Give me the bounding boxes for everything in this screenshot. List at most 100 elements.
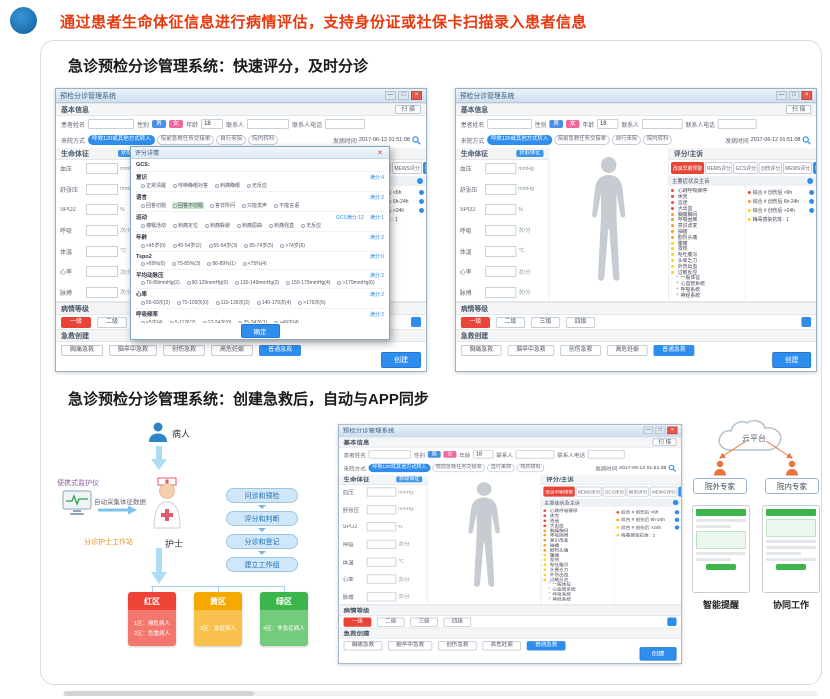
gear-icon[interactable] [809,199,815,204]
score-option[interactable]: 回答不切题 [172,202,205,209]
rescue-option[interactable]: 普通急救 [526,640,566,651]
score-tab[interactable]: 改良早期预警 [671,162,705,174]
symptom-item[interactable]: + 神经系统 [671,292,743,298]
arrival-option[interactable]: 呼救120或其他方式转入 [88,135,155,145]
gear-icon[interactable] [809,190,815,195]
score-option[interactable]: 150-179mmHg(4) [285,280,331,286]
contact-phone-input[interactable] [325,119,366,129]
age-input[interactable]: 18 [597,119,619,129]
age-input[interactable]: 18 [473,450,494,459]
close-icon[interactable]: × [667,426,678,435]
score-option[interactable]: 回答切题 [140,202,167,209]
symptom-item[interactable]: 心跳呼吸骤停 [671,188,743,194]
gear-icon[interactable] [674,517,680,523]
minimize-icon[interactable]: — [776,91,787,100]
radio-icon[interactable] [205,223,210,228]
symptom-item[interactable]: + 神经系统 [543,597,611,602]
maximize-icon[interactable]: □ [788,91,800,100]
score-option[interactable]: 遵嘱活动 [140,222,167,229]
score-option[interactable]: 刺痛定位 [172,222,199,229]
score-tab[interactable]: 昏迷 [812,162,816,174]
modal-close-icon[interactable]: × [377,147,383,157]
gender-female-button[interactable]: 女 [565,120,580,128]
score-option[interactable]: >179mmHg(6) [336,280,375,286]
symptom-item[interactable]: 呼吸困难 [543,533,611,538]
score-option[interactable]: 只能发声 [241,202,268,209]
radio-icon[interactable] [242,203,247,208]
arrival-option[interactable]: 院内转科 [516,463,545,472]
radio-icon[interactable] [242,262,247,266]
radio-icon[interactable] [141,223,145,228]
score-option[interactable]: 45-54岁(2) [172,242,203,249]
symptom-item[interactable]: 外伤出血 [543,572,611,577]
radio-icon[interactable] [215,300,220,305]
symptom-item[interactable]: 头晕乏力 [543,567,611,572]
arrival-option[interactable]: 院内转科 [643,135,673,145]
vital-input[interactable] [485,224,517,236]
vital-input[interactable] [366,557,397,567]
radio-icon[interactable] [141,243,145,248]
radio-icon[interactable] [269,223,274,228]
symptom-item[interactable]: 胸痛胸闷 [671,211,743,217]
score-option[interactable]: 5-11次(2) [169,319,197,323]
add-icon[interactable] [672,500,679,506]
symptom-item[interactable]: + 呼吸系统 [543,592,611,597]
symptom-item[interactable]: + 一般体征 [671,275,743,281]
close-icon[interactable]: × [411,91,422,100]
gear-icon[interactable] [809,208,815,213]
score-option[interactable]: >89%(0) [140,261,166,267]
level-option[interactable]: 一级 [343,617,372,627]
score-option[interactable]: 110-139次(2) [215,299,251,306]
radio-icon[interactable] [141,320,145,323]
create-button[interactable]: 创建 [772,352,812,368]
patient-name-input[interactable] [88,119,135,129]
rescue-option[interactable]: 胸痛急救 [61,344,104,356]
rescue-option[interactable]: 高危妊娠 [606,344,648,356]
radio-icon[interactable] [280,243,285,248]
rescue-option[interactable]: 脑卒中急救 [109,344,158,356]
score-option[interactable]: 65-74岁(5) [243,242,274,249]
score-option[interactable]: 答非所问 [209,202,236,209]
window-titlebar[interactable]: 预检分诊管理系统 — □ × [56,89,426,103]
vital-input[interactable] [366,522,397,532]
radio-icon[interactable] [208,243,213,248]
score-option[interactable]: 70-89mmHg(2) [140,280,181,286]
symptom-item[interactable]: 呼吸困难 [671,217,743,223]
vital-input[interactable] [366,574,397,584]
level-settings-button[interactable] [411,317,421,327]
vital-input[interactable] [86,245,118,257]
vital-input[interactable] [86,224,118,236]
radio-icon[interactable] [141,183,145,188]
gender-male-button[interactable]: 男 [427,451,441,458]
gender-female-button[interactable]: 女 [169,120,184,128]
contact-input[interactable] [247,119,290,129]
radio-icon[interactable] [172,262,177,266]
vital-input[interactable] [485,163,517,174]
radio-icon[interactable] [141,203,145,208]
symptom-item[interactable]: 头晕乏力 [671,258,743,263]
radio-icon[interactable] [256,300,261,305]
score-option[interactable]: 正常清醒 [140,182,167,189]
symptom-item[interactable]: + 呼吸系统 [671,287,743,293]
score-option[interactable]: 55-69次(2) [140,299,171,306]
symptom-item[interactable]: 呕吐腹泻 [543,562,611,567]
search-icon[interactable] [412,135,421,145]
add-icon[interactable] [417,178,423,184]
radio-icon[interactable] [238,320,243,323]
contact-input[interactable] [515,450,555,459]
gender-female-button[interactable]: 女 [443,451,457,458]
symptom-item[interactable]: 腹痛 [543,553,611,557]
score-tab[interactable]: 昏迷 [422,162,426,174]
score-option[interactable]: <45岁(0) [140,242,167,249]
selected-symptom-item[interactable]: 综合 # 创伤后 <6h [616,509,680,517]
radio-icon[interactable] [202,320,207,323]
score-option[interactable]: 90-129mmHg(0) [186,280,229,286]
vital-input[interactable] [485,245,517,257]
symptom-item[interactable]: 抽搐 [543,543,611,548]
score-tab[interactable]: GCS评分 [602,486,626,497]
radio-icon[interactable] [176,300,181,305]
window-titlebar[interactable]: 预检分诊管理系统 — □ × [338,424,682,437]
score-option[interactable]: 无反应 [246,182,268,189]
score-tab[interactable]: 创伤评分 [626,486,650,497]
rescue-option[interactable]: 高危妊娠 [211,344,254,356]
